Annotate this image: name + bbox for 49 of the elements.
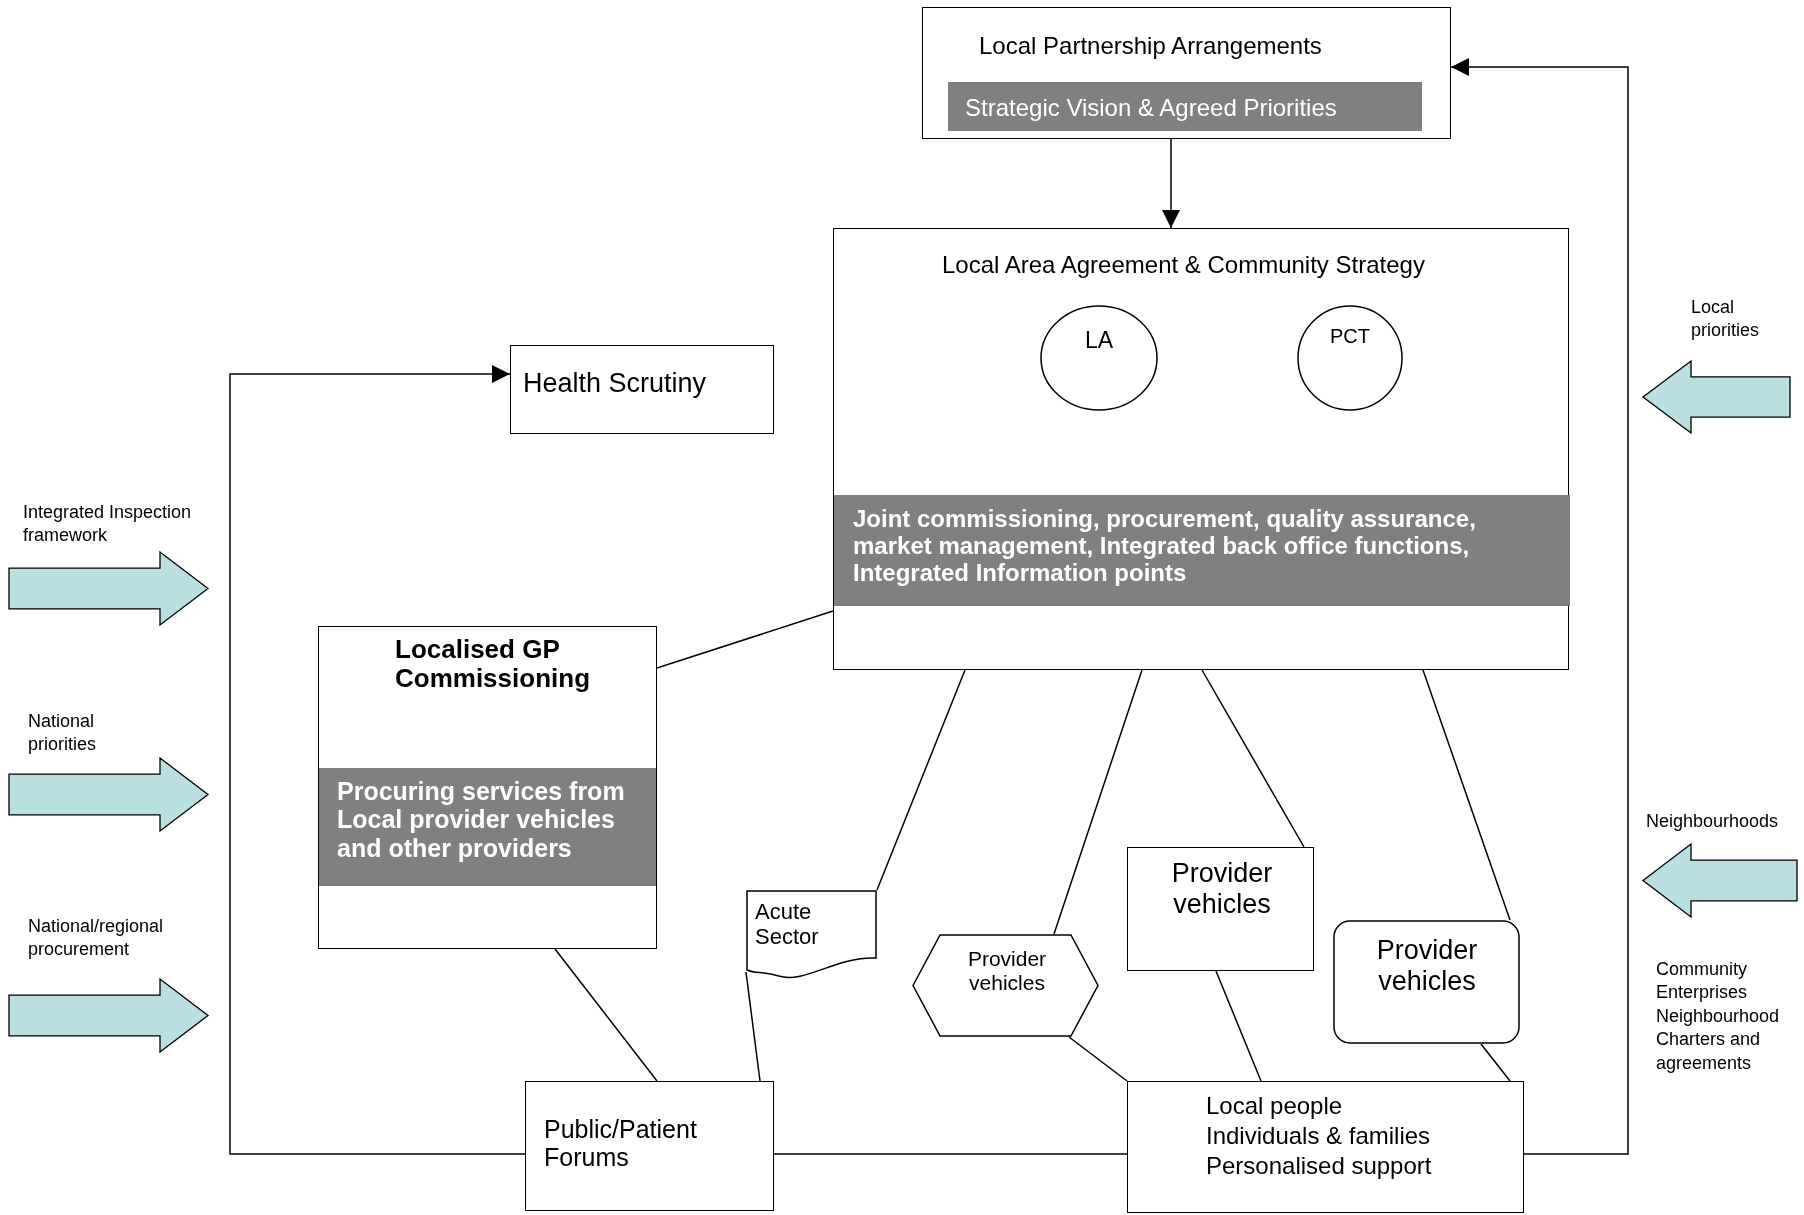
connector-line (1201, 669, 1305, 848)
process-box (833, 228, 1569, 670)
connector-line (745, 971, 761, 1082)
side-note: Integrated Inspection framework (23, 501, 193, 548)
process-box (922, 7, 1451, 139)
node-text: Localised GP Commissioning (395, 635, 591, 694)
connector-line (876, 669, 966, 891)
side-note: Neighbourhoods (1646, 810, 1780, 833)
node-text: Health Scrutiny (523, 368, 708, 399)
process-box (1127, 847, 1314, 971)
node-text: Local Area Agreement & Community Strategy (942, 251, 1426, 279)
node-text: Personalised support (1206, 1152, 1433, 1180)
node-text: Public/Patient Forums (544, 1115, 698, 1172)
side-note: National/regional procurement (28, 915, 165, 962)
node-text: PCT (1329, 325, 1371, 348)
node-text: Local Partnership Arrangements (979, 32, 1323, 60)
document-shape (746, 890, 877, 980)
side-note: National priorities (28, 710, 98, 757)
connector-line (1480, 1043, 1511, 1082)
provider-hexagon (912, 934, 1099, 1037)
organisation-circle (1297, 305, 1403, 411)
highlight-band: Strategic Vision & Agreed Priorities (948, 82, 1422, 131)
highlight-band: Procuring services from Local provider vehicles and other providers (319, 768, 656, 886)
node-text: Provider vehicles (1170, 858, 1274, 919)
connector-line (1215, 970, 1262, 1082)
node-text: Local people (1206, 1092, 1344, 1120)
side-note: Local priorities (1691, 296, 1761, 343)
arrow (1450, 58, 1629, 1155)
node-text: Acute Sector (755, 900, 820, 950)
connector-line (656, 610, 834, 669)
process-box (318, 626, 657, 949)
connector-line (773, 1153, 1128, 1155)
rounded-box (1333, 920, 1520, 1044)
arrow (229, 365, 526, 1155)
organisation-circle (1040, 305, 1158, 411)
process-box (510, 345, 774, 434)
process-box (525, 1081, 774, 1211)
highlight-band: Joint commissioning, procurement, quality assurance, market management, Integrated back office functions, Integrated Information points (834, 495, 1570, 606)
arrow (1162, 138, 1180, 229)
side-note: Community Enterprises Neighbourhood Charters and agreements (1656, 958, 1781, 1075)
node-text: Individuals & families (1206, 1122, 1432, 1150)
connector-line (1053, 669, 1143, 935)
connector-line (1068, 1036, 1128, 1082)
node-text: LA (1083, 327, 1115, 353)
node-text: Provider vehicles (966, 947, 1048, 995)
node-text: Provider vehicles (1375, 935, 1479, 996)
connector-line (554, 948, 658, 1082)
connector-line (1422, 669, 1511, 921)
process-box (1127, 1081, 1524, 1213)
